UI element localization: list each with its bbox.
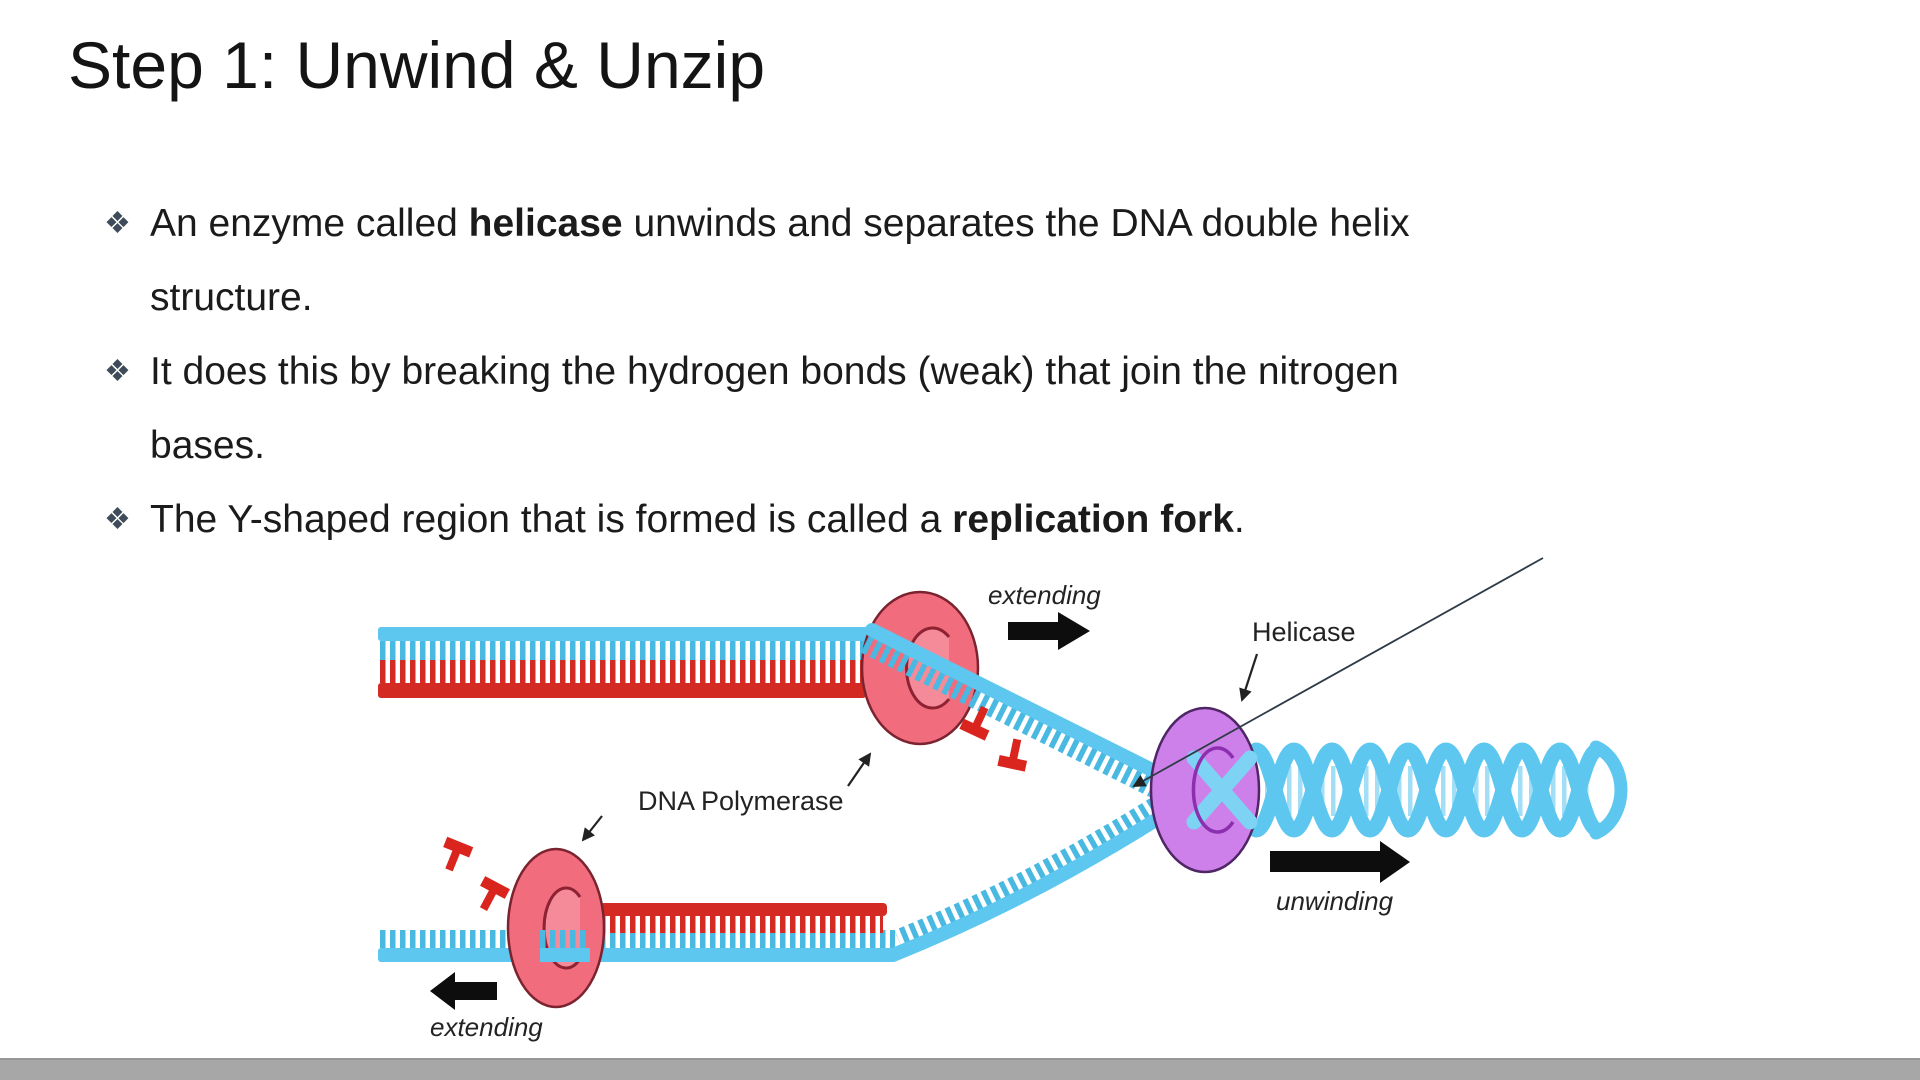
lower-fork-strand-band bbox=[886, 799, 1185, 962]
dna-double-helix bbox=[1248, 740, 1628, 840]
lower-fork-strand-teeth bbox=[894, 781, 1187, 948]
helicase-shape bbox=[1149, 706, 1261, 874]
helicase-pointer-arrow bbox=[1239, 653, 1259, 702]
extending-bottom-label: extending bbox=[430, 1012, 543, 1042]
nucleotide bbox=[443, 836, 474, 872]
helicase-label: Helicase bbox=[1252, 617, 1356, 647]
extending-top-arrow-icon bbox=[1008, 612, 1090, 650]
bullet-diamond-icon: ❖ bbox=[104, 207, 131, 240]
bullet-3-line-1: The Y-shaped region that is formed is ca… bbox=[150, 498, 1245, 541]
nucleotide bbox=[959, 705, 990, 741]
polymerase-pointer-up-arrow bbox=[847, 752, 872, 787]
polymerase-pointer-down-arrow bbox=[581, 815, 603, 842]
bullet-diamond-icon: ❖ bbox=[104, 503, 131, 536]
extending-bottom-arrow-icon bbox=[430, 972, 497, 1010]
bullet-item-2: ❖ It does this by breaking the hydrogen … bbox=[86, 335, 1636, 483]
dna-polymerase-bottom bbox=[506, 847, 606, 1009]
unwinding-label: unwinding bbox=[1276, 886, 1394, 916]
upper-fork-strand-band bbox=[865, 623, 1187, 791]
top-double-strand bbox=[378, 627, 900, 698]
lagging-red-strand bbox=[600, 903, 887, 933]
bullet-list: ❖ An enzyme called helicase unwinds and … bbox=[86, 187, 1636, 557]
bullet-2-line-2: bases. bbox=[150, 424, 265, 467]
upper-fork-strand-teeth bbox=[860, 635, 1178, 807]
bullet-2-line-1: It does this by breaking the hydrogen bo… bbox=[150, 350, 1399, 393]
slide-title: Step 1: Unwind & Unzip bbox=[68, 28, 766, 102]
extending-top-label: extending bbox=[988, 580, 1101, 610]
dna-polymerase-top bbox=[860, 590, 980, 746]
bullet-item-3: ❖ The Y-shaped region that is formed is … bbox=[86, 483, 1636, 557]
unwinding-arrow-icon bbox=[1270, 841, 1410, 883]
bottom-template-strand bbox=[378, 930, 895, 962]
bullet-item-1: ❖ An enzyme called helicase unwinds and … bbox=[86, 187, 1636, 335]
nucleotide bbox=[997, 738, 1028, 772]
bullet-1-line-1: An enzyme called helicase unwinds and se… bbox=[150, 202, 1410, 245]
dna-polymerase-label: DNA Polymerase bbox=[638, 786, 844, 816]
bottom-bar bbox=[0, 1058, 1920, 1080]
bullet-1-line-2: structure. bbox=[150, 276, 313, 319]
replication-fork-pointer-line bbox=[1132, 557, 1544, 787]
bullet-diamond-icon: ❖ bbox=[104, 355, 131, 388]
nucleotide bbox=[479, 876, 510, 912]
